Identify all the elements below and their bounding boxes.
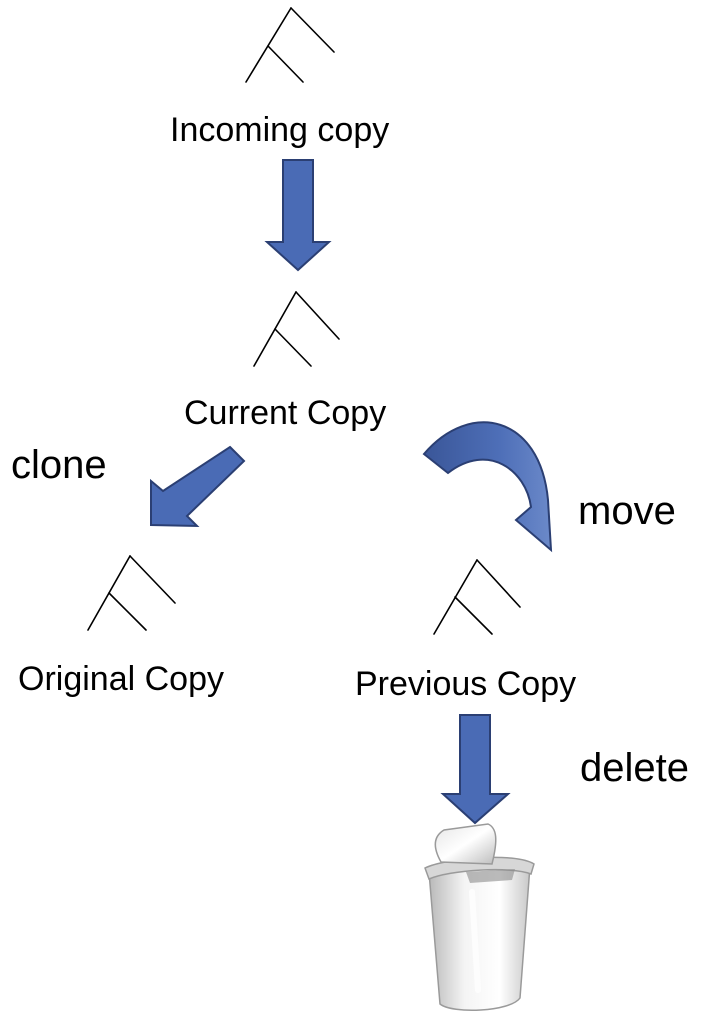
current-copy-label: Current Copy: [184, 394, 386, 432]
original-tree-icon: [87, 555, 176, 631]
previous-tree-icon: [433, 559, 521, 635]
current-tree-icon: [253, 291, 340, 367]
previous-copy-label: Previous Copy: [355, 665, 576, 703]
trash-can-icon: [424, 823, 535, 1011]
incoming-copy-label: Incoming copy: [170, 111, 389, 149]
incoming-tree-icon: [245, 7, 335, 83]
clone-arrow: [150, 445, 246, 528]
incoming-to-current-arrow: [264, 159, 332, 272]
original-copy-label: Original Copy: [18, 660, 224, 698]
move-label: move: [578, 489, 676, 533]
delete-label: delete: [580, 746, 689, 790]
move-arrow: [422, 421, 553, 553]
delete-arrow: [440, 714, 511, 825]
clone-label: clone: [11, 443, 107, 487]
